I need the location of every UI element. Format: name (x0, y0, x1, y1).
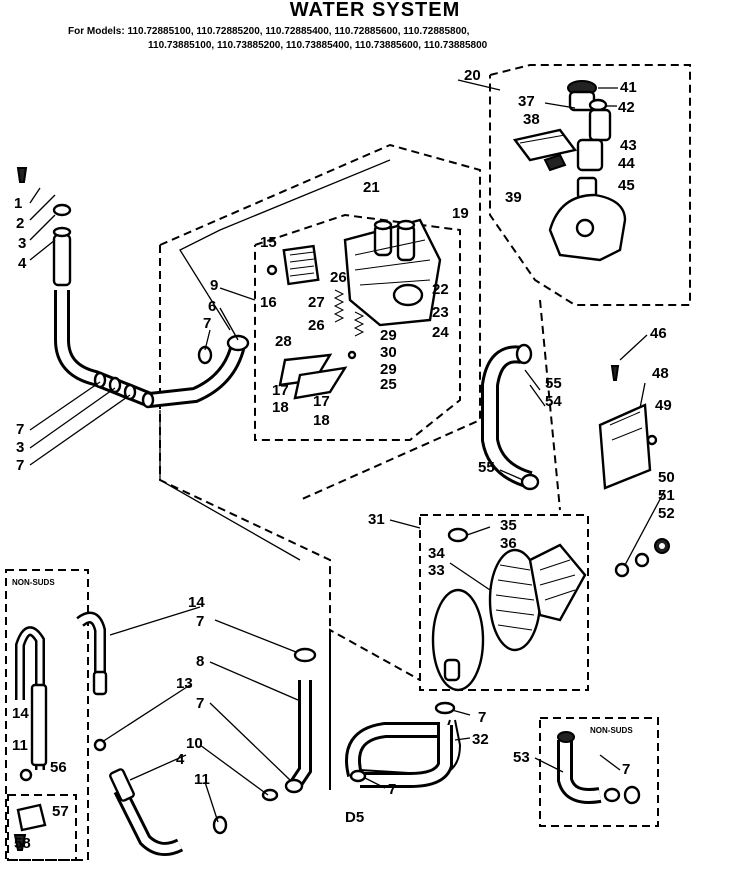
callout-c56: 56 (50, 759, 67, 776)
callout-c18a: 18 (272, 399, 289, 416)
coupling-part-4 (52, 203, 72, 287)
callout-c53: 53 (513, 749, 530, 766)
solenoid-part-15 (282, 244, 320, 286)
callout-c1: 1 (14, 195, 22, 212)
callout-c4a: 4 (18, 255, 27, 272)
callout-c9: 9 (210, 277, 218, 294)
callout-c15: 15 (260, 234, 277, 251)
diagram-code: D5 (345, 809, 364, 826)
callout-c32: 32 (472, 731, 489, 748)
callout-c7d: 7 (196, 613, 204, 630)
non-suds-right-hose-part-53 (557, 731, 641, 805)
diagram-title: WATER SYSTEM (290, 0, 461, 21)
callout-c18b: 18 (313, 412, 330, 429)
callout-c7b: 7 (16, 457, 24, 474)
callout-c11a: 11 (194, 771, 210, 788)
callout-c10: 10 (186, 735, 203, 752)
callout-c7c: 7 (203, 315, 211, 332)
callout-c29a: 29 (380, 327, 397, 344)
valve-body-part-19 (343, 218, 442, 327)
callout-c16: 16 (260, 294, 277, 311)
callout-c57: 57 (52, 803, 69, 820)
callout-c42: 42 (618, 99, 635, 116)
callout-c17b: 17 (313, 393, 330, 410)
callout-c24: 24 (432, 324, 449, 341)
callout-c50: 50 (658, 469, 675, 486)
callout-c30: 30 (380, 344, 397, 361)
callout-c39: 39 (505, 189, 522, 206)
callout-c14a: 14 (188, 594, 205, 611)
callout-c55a: 55 (545, 375, 562, 392)
callout-c52: 52 (658, 505, 675, 522)
callout-c21: 21 (363, 179, 380, 196)
callout-c26b: 26 (308, 317, 325, 334)
callout-c22: 22 (432, 281, 449, 298)
models-line-2: 110.73885100, 110.73885200, 110.73885400… (148, 40, 488, 51)
callout-c13: 13 (176, 675, 193, 692)
callout-c7g: 7 (388, 781, 396, 798)
callout-c34: 34 (428, 545, 445, 562)
non-suds-right-label: NON-SUDS (590, 726, 633, 735)
callout-c58: 58 (14, 835, 31, 852)
callout-c51: 51 (658, 487, 675, 504)
models-line-1: For Models: 110.72885100, 110.72885200, … (68, 26, 470, 37)
callout-c35: 35 (500, 517, 517, 534)
callout-c3b: 3 (16, 439, 24, 456)
callout-c44: 44 (618, 155, 635, 172)
callout-c4b: 4 (176, 751, 185, 768)
callout-c2: 2 (16, 215, 24, 232)
callout-c38: 38 (523, 111, 540, 128)
callout-c27: 27 (308, 294, 325, 311)
callout-c55b: 55 (478, 459, 495, 476)
callout-c37: 37 (518, 93, 535, 110)
callout-c43: 43 (620, 137, 637, 154)
callout-c49: 49 (655, 397, 672, 414)
lower-hoses (76, 611, 462, 856)
callout-c7h: 7 (622, 761, 630, 778)
callout-c7f: 7 (478, 709, 486, 726)
valve-assembly-part-20 (512, 80, 627, 262)
callout-c20: 20 (464, 67, 481, 84)
assembly-outlines (5, 64, 691, 861)
callout-c11b: 11 (12, 737, 28, 754)
callout-c7e: 7 (196, 695, 204, 712)
heater-assembly-part-31 (431, 527, 587, 692)
j-hose-part-54 (481, 343, 540, 491)
callout-c33: 33 (428, 562, 445, 579)
callout-c54: 54 (545, 393, 562, 410)
frame-lines (159, 159, 391, 561)
callout-c28: 28 (275, 333, 292, 350)
bracket-part-48 (598, 365, 658, 490)
callout-c45: 45 (618, 177, 635, 194)
springs-part-26-29 (266, 264, 365, 360)
callout-c14b: 14 (12, 705, 29, 722)
callout-c6: 6 (208, 298, 216, 315)
callout-c36: 36 (500, 535, 517, 552)
non-suds-left-label: NON-SUDS (12, 578, 55, 587)
leader-lines (29, 79, 648, 823)
callout-c8: 8 (196, 653, 204, 670)
callout-c19: 19 (452, 205, 469, 222)
non-suds-left-hoses (13, 626, 48, 851)
callout-c25: 25 (380, 376, 397, 393)
washers-part-50-52 (614, 489, 670, 578)
callout-c26a: 26 (330, 269, 347, 286)
callout-c29b: 29 (380, 361, 397, 378)
callout-c48: 48 (652, 365, 669, 382)
callout-c31: 31 (368, 511, 385, 528)
plates-part-17-18 (278, 353, 348, 400)
callout-c17a: 17 (272, 382, 289, 399)
hook-hose-part-2 (16, 68, 66, 195)
callout-c46: 46 (650, 325, 667, 342)
callout-c41: 41 (620, 79, 637, 96)
callout-c23: 23 (432, 304, 449, 321)
callout-c3a: 3 (18, 235, 26, 252)
callout-c7a: 7 (16, 421, 24, 438)
